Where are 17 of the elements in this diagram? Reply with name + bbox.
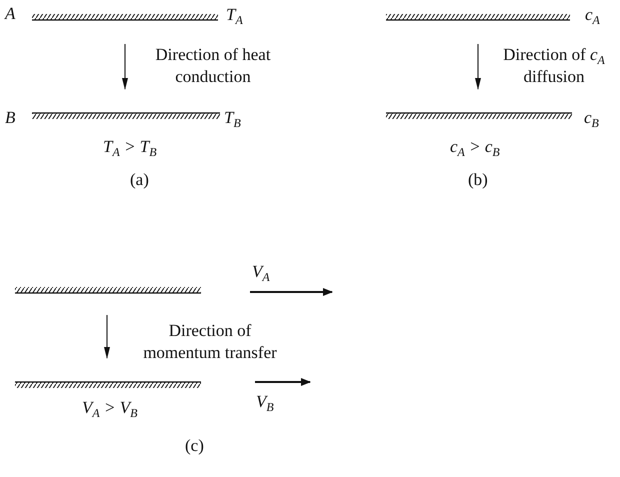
concentration-label: c$_{A}$: [585, 5, 600, 25]
concentration-label: c$_{B}$: [584, 108, 599, 128]
velocity-label: V$_{B}$: [256, 392, 274, 412]
velocity-label: V$_{A}$: [252, 262, 270, 282]
inequality-label: c$_{A}$ > c$_{B}$: [450, 137, 500, 157]
temperature-label: T$_{B}$: [224, 108, 241, 128]
inequality-label: T$_{A}$ > T$_{B}$: [103, 137, 157, 157]
temperature-label: T$_{A}$: [226, 5, 243, 25]
point-label: B: [5, 108, 16, 128]
panel-label: (c): [185, 436, 204, 456]
panel-label: (a): [130, 170, 149, 190]
inequality-label: V$_{A}$ > V$_{B}$: [82, 398, 138, 418]
direction-note: Direction of momentum transfer: [142, 320, 278, 364]
direction-note: Direction of c$_{A}$ diffusion: [502, 44, 606, 88]
point-label: A: [5, 4, 16, 24]
panel-label: (b): [468, 170, 488, 190]
direction-note: Direction of heat conduction: [155, 44, 271, 88]
